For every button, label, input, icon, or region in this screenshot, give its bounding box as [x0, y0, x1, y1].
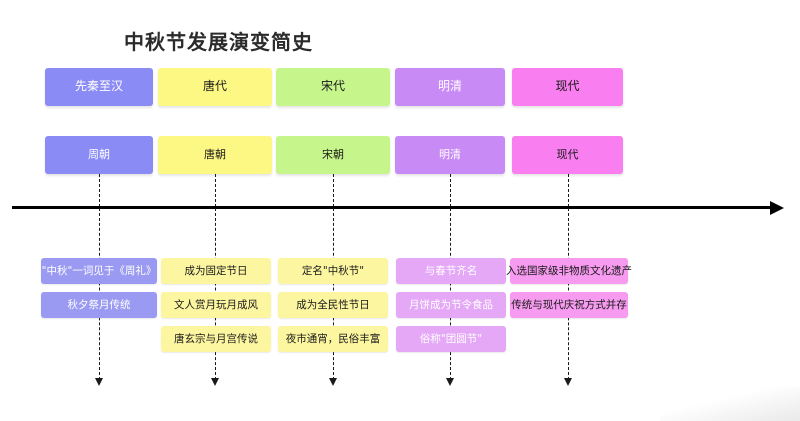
- page-title: 中秋节发展演变简史: [124, 30, 313, 54]
- era-header-label: 先秦至汉: [74, 79, 123, 94]
- era-header-modern: 现代: [512, 68, 623, 106]
- dynasty-box-song: 宋朝: [276, 136, 390, 174]
- item-label: 唐玄宗与月宫传说: [174, 332, 258, 345]
- item-label: 俗称"团圆节": [419, 332, 483, 345]
- connector-arrow-ming-qing-icon: [446, 378, 454, 386]
- item-label: 月饼成为节令食品: [409, 298, 493, 311]
- dynasty-label: 唐朝: [204, 147, 226, 161]
- connector-upper-pre-qin-han: [99, 174, 100, 207]
- item-box: 入选国家级非物质文化遗产: [506, 258, 632, 284]
- item-label: 传统与现代庆祝方式并存: [511, 298, 627, 311]
- item-box: "中秋"一词见于《周礼》: [41, 258, 157, 284]
- timeline-axis: [12, 206, 772, 209]
- connector-upper-modern: [568, 174, 569, 207]
- era-header-ming-qing: 明清: [395, 68, 505, 106]
- connector-upper-tang: [215, 174, 216, 207]
- item-box: 月饼成为节令食品: [396, 292, 506, 318]
- era-header-label: 明清: [437, 79, 462, 94]
- dynasty-label: 宋朝: [322, 147, 344, 161]
- dynasty-box-modern: 现代: [512, 136, 623, 174]
- item-box: 俗称"团圆节": [396, 326, 506, 352]
- dynasty-box-tang: 唐朝: [158, 136, 272, 174]
- corner-shadow: [660, 387, 800, 421]
- item-label: "中秋"一词见于《周礼》: [41, 264, 157, 277]
- dynasty-label: 周朝: [88, 147, 110, 161]
- era-header-label: 唐代: [202, 79, 227, 94]
- item-label: 定名"中秋节": [301, 264, 365, 277]
- item-box: 夜市通宵，民俗丰富: [278, 326, 388, 352]
- era-header-song: 宋代: [276, 68, 390, 106]
- era-header-tang: 唐代: [158, 68, 272, 106]
- item-box: 定名"中秋节": [278, 258, 388, 284]
- connector-arrow-modern-icon: [564, 378, 572, 386]
- item-label: 成为全民性节日: [296, 298, 370, 311]
- item-label: 文人赏月玩月成风: [174, 298, 258, 311]
- item-box: 文人赏月玩月成风: [161, 292, 271, 318]
- item-box: 传统与现代庆祝方式并存: [510, 292, 628, 318]
- dynasty-label: 明清: [439, 147, 461, 161]
- item-box: 与春节齐名: [396, 258, 506, 284]
- item-label: 成为固定节日: [184, 264, 248, 277]
- connector-upper-ming-qing: [450, 174, 451, 207]
- dynasty-box-ming-qing: 明清: [395, 136, 505, 174]
- era-header-label: 宋代: [320, 79, 345, 94]
- connector-upper-song: [333, 174, 334, 207]
- item-label: 夜市通宵，民俗丰富: [285, 332, 381, 345]
- connector-arrow-tang-icon: [211, 378, 219, 386]
- item-label: 秋夕祭月传统: [67, 298, 131, 311]
- era-header-pre-qin-han: 先秦至汉: [45, 68, 153, 106]
- era-header-label: 现代: [555, 79, 580, 94]
- connector-arrow-pre-qin-han-icon: [95, 378, 103, 386]
- item-label: 与春节齐名: [424, 264, 478, 277]
- connector-arrow-song-icon: [329, 378, 337, 386]
- item-box: 成为固定节日: [161, 258, 271, 284]
- dynasty-box-pre-qin-han: 周朝: [45, 136, 153, 174]
- item-label: 入选国家级非物质文化遗产: [506, 264, 632, 277]
- timeline-axis-arrow-icon: [770, 200, 784, 215]
- item-box: 唐玄宗与月宫传说: [161, 326, 271, 352]
- dynasty-label: 现代: [556, 147, 579, 161]
- item-box: 成为全民性节日: [278, 292, 388, 318]
- item-box: 秋夕祭月传统: [41, 292, 157, 318]
